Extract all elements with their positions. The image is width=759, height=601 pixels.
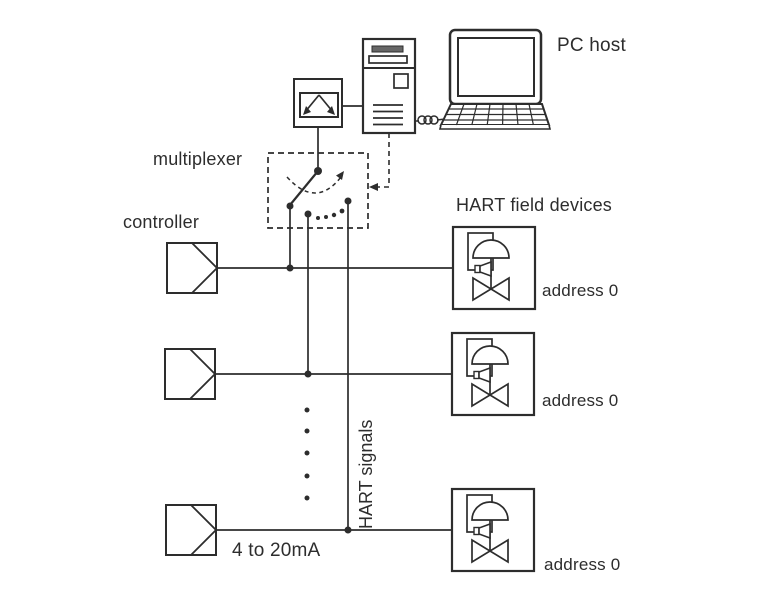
controller-box-3 [165,504,217,556]
rotary-switch [286,167,352,220]
hart-signals-label: HART signals [356,419,376,529]
junction-dot-1 [286,264,294,272]
junction-dot-2 [304,370,312,378]
pc-tower [361,37,417,135]
pc-host-label: PC host [557,35,626,56]
field-device-1 [451,225,537,311]
field-device-3 [450,487,536,573]
address-label-1: address 0 [542,281,619,300]
contact-ellipsis-dots [316,208,345,220]
junction-dot-3 [344,526,352,534]
address-label-3: address 0 [544,555,621,574]
field-device-2 [450,331,536,417]
current-signal-label: 4 to 20mA [232,540,321,561]
controller-label: controller [123,212,200,232]
laptop [438,28,552,130]
power-button [393,73,409,89]
rotation-arrowhead-icon [336,171,344,180]
keyboard-grid [443,103,548,126]
switch-pivot [314,167,322,175]
drive-slot-filled [371,45,404,53]
rotation-arc [286,176,342,194]
control-line [369,133,390,191]
address-label-2: address 0 [542,391,619,410]
switch-arm [289,170,319,206]
controller-box-1 [166,242,218,294]
field-devices-heading: HART field devices [456,195,613,215]
drive-slot [368,55,408,64]
coiled-cable [415,115,446,125]
more-channels-dots [304,407,310,501]
vent-lines [373,104,403,126]
controller-box-2 [164,348,216,400]
multiplexer-box [267,152,369,229]
multiplexer-label: multiplexer [153,149,243,169]
laptop-screen [457,37,535,97]
hart-modem [293,78,363,171]
control-arrowhead-icon [369,183,378,191]
mux-channel-wires [289,201,349,530]
modem-signal-arrows-icon [303,94,335,115]
